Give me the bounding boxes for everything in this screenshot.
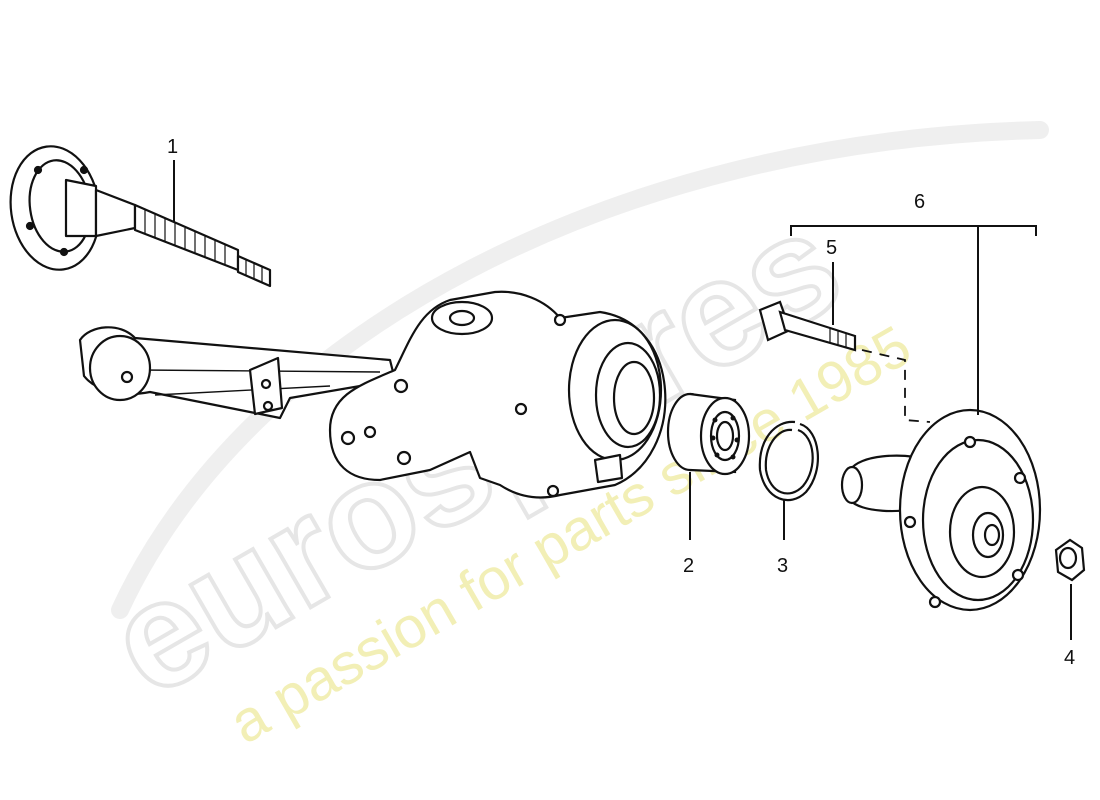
callout-3: 3 [777, 555, 788, 577]
watermark-swoosh [111, 121, 1049, 619]
part-circlip [758, 420, 819, 502]
part-drive-shaft [9, 145, 272, 288]
leader-6-bracket [790, 225, 1037, 415]
part-wheel-stud [758, 300, 857, 352]
part-wheel-hub [840, 408, 1042, 612]
callout-1: 1 [167, 136, 178, 158]
callout-numbers: 1 2 3 4 5 6 [167, 136, 1075, 669]
stud-alignment-line [861, 349, 931, 423]
part-wheel-nut [1054, 538, 1086, 582]
callout-2: 2 [683, 555, 694, 577]
callout-leaders [173, 160, 1072, 640]
callout-5: 5 [826, 237, 837, 259]
part-bearing [666, 392, 751, 476]
part-trailing-arm [78, 290, 667, 499]
callout-4: 4 [1064, 647, 1075, 669]
callout-6: 6 [914, 191, 925, 213]
